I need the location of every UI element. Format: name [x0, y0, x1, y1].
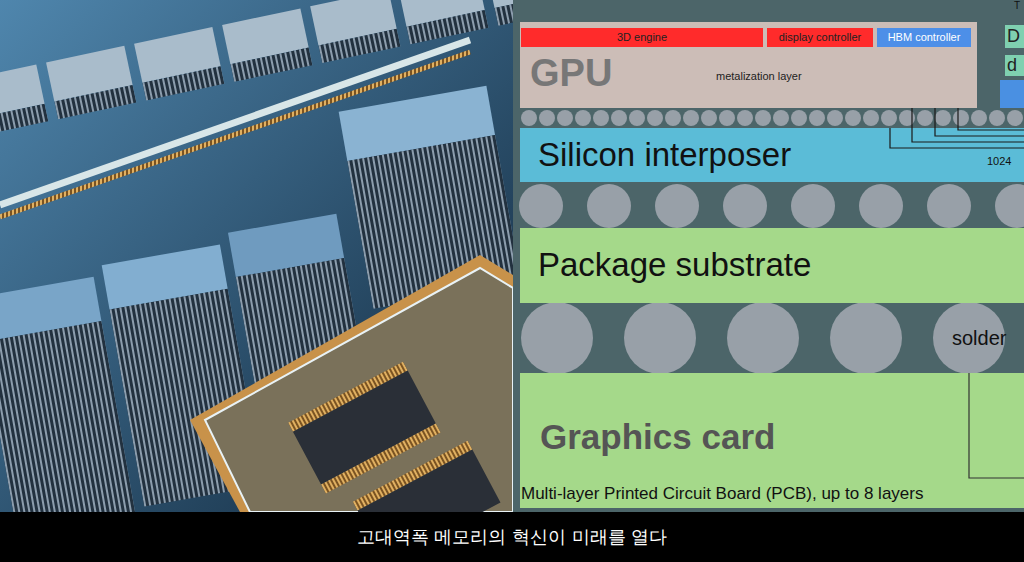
- bump: [587, 184, 631, 228]
- bump: [881, 110, 897, 126]
- layer-band: Graphics cardMulti-layer Printed Circuit…: [520, 373, 1024, 508]
- chip-side: [230, 48, 312, 82]
- solder-ball: [727, 302, 799, 374]
- part-label: solder: [952, 327, 1006, 350]
- bump: [827, 110, 843, 126]
- bump: [723, 184, 767, 228]
- block-label: HBM controller: [888, 31, 961, 44]
- caption-band: [0, 512, 1024, 562]
- edge-block: [1000, 80, 1024, 108]
- caption: 고대역폭 메모리의 혁신이 미래를 열다: [357, 527, 668, 548]
- bump: [629, 110, 645, 126]
- bump: [593, 110, 609, 126]
- layer-title: d: [1007, 55, 1017, 76]
- c4-bumps: [519, 184, 1024, 228]
- bump: [521, 110, 537, 126]
- bump: [791, 110, 807, 126]
- solder-ball: [830, 302, 902, 374]
- edge-block: d: [1005, 55, 1024, 76]
- bump: [737, 110, 753, 126]
- stack-side: [0, 321, 136, 512]
- wire: [958, 108, 1024, 130]
- bump: [809, 110, 825, 126]
- bump: [683, 110, 699, 126]
- layer-band: Package substrate: [520, 228, 1024, 303]
- pcb-band: [520, 373, 1024, 508]
- wire: [890, 128, 1024, 148]
- wire: [912, 108, 1024, 142]
- chip-side: [142, 66, 224, 100]
- chip-die: GPU metalization layer 3D engine display co…: [520, 22, 977, 108]
- part-label: T: [1014, 0, 1020, 12]
- layer-band: Silicon interposer: [520, 128, 1024, 182]
- bump: [845, 110, 861, 126]
- layer-note: Multi-layer Printed Circuit Board (PCB),…: [521, 484, 923, 504]
- bump: [859, 184, 903, 228]
- solder-ball: [521, 302, 593, 374]
- layer-title: Package substrate: [538, 246, 811, 284]
- chip-side: [407, 10, 489, 44]
- bump: [665, 110, 681, 126]
- wire: [935, 108, 1024, 136]
- bump: [539, 110, 555, 126]
- bump: [655, 184, 699, 228]
- layer-title: Graphics card: [540, 417, 775, 457]
- chip-side: [495, 0, 513, 26]
- chip-side: [54, 85, 136, 119]
- function-block: display controller: [767, 28, 873, 47]
- bump: [935, 110, 951, 126]
- bump: [917, 110, 933, 126]
- bump: [719, 110, 735, 126]
- part-label: 1024: [987, 155, 1011, 168]
- layer-title: D: [1007, 26, 1020, 47]
- bump: [647, 110, 663, 126]
- bump: [971, 110, 987, 126]
- memory-stacks: [0, 86, 513, 512]
- bump: [557, 110, 573, 126]
- function-block: 3D engine: [521, 28, 763, 47]
- layer-title: GPU: [530, 52, 612, 96]
- bump: [927, 184, 971, 228]
- solder-ball: [624, 302, 696, 374]
- bus-wires: [890, 108, 1024, 148]
- bump: [575, 110, 591, 126]
- bump: [863, 110, 879, 126]
- bump: [611, 110, 627, 126]
- bump: [519, 184, 563, 228]
- bump: [953, 110, 969, 126]
- bump: [773, 110, 789, 126]
- block-label: display controller: [779, 31, 862, 44]
- block-label: 3D engine: [617, 31, 667, 44]
- caption-area: 고대역폭 메모리의 혁신이 미래를 열다: [0, 512, 1024, 562]
- bump: [701, 110, 717, 126]
- chip-side: [0, 104, 48, 138]
- bump: [995, 184, 1024, 228]
- solder-balls: [521, 302, 1005, 374]
- function-block: HBM controller: [877, 28, 971, 47]
- panel-ground: [513, 0, 1024, 512]
- bump: [791, 184, 835, 228]
- chips: [288, 352, 500, 512]
- bump: [1007, 110, 1023, 126]
- bump: [989, 110, 1005, 126]
- chip: [358, 450, 501, 512]
- bump: [755, 110, 771, 126]
- pcb-outline: [969, 373, 1024, 478]
- layer-note: metalization layer: [716, 70, 802, 83]
- micro-bumps: [521, 110, 1023, 126]
- chip-side: [318, 29, 400, 63]
- memory-illustration: [0, 0, 513, 512]
- edge-block: D: [1005, 25, 1024, 48]
- layer-title: Silicon interposer: [538, 136, 791, 174]
